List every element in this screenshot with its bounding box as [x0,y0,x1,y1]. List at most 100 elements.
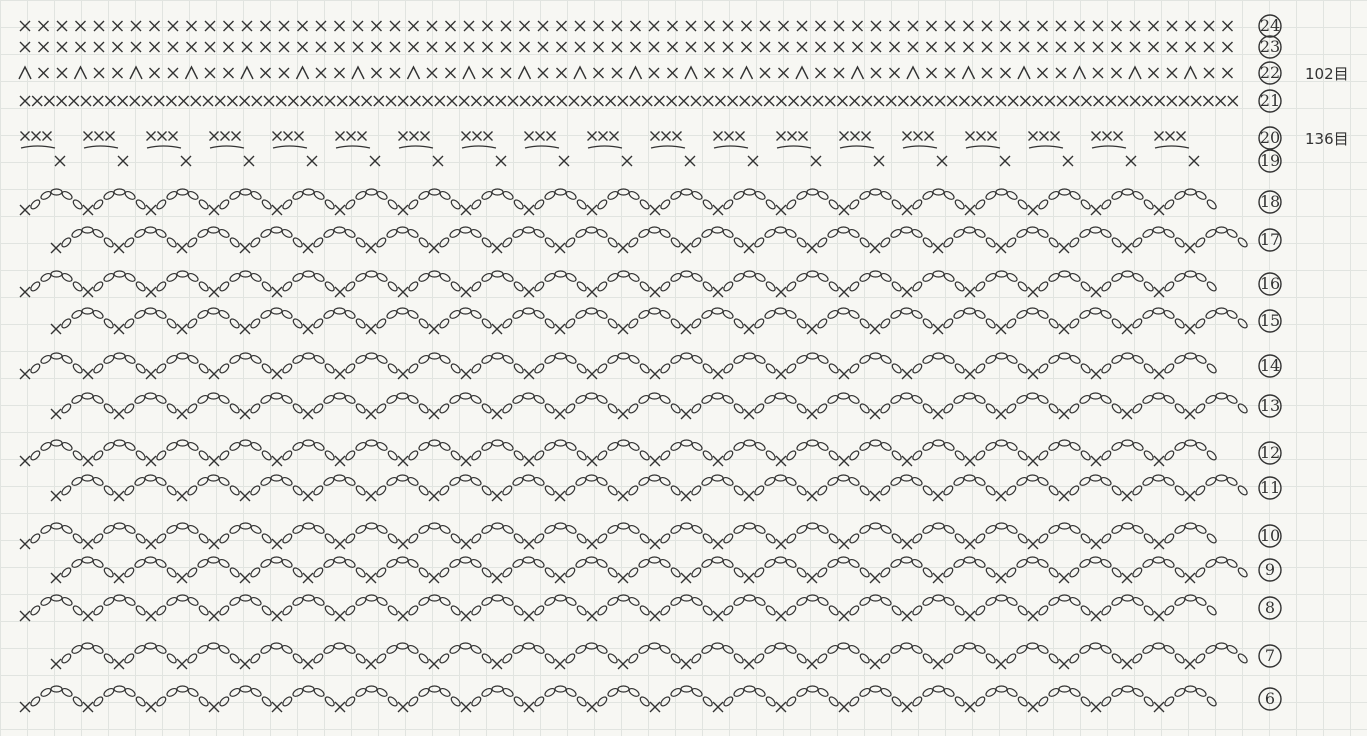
chain-stitch [649,227,660,233]
chain-stitch [1048,566,1060,578]
chain-stitch [1016,394,1029,405]
chain-stitch [628,441,641,452]
chain-stitch [1069,272,1082,283]
chain-stitch [103,484,115,496]
chain-stitch [1048,190,1061,201]
single-crochet-x [1028,611,1038,621]
single-crochet-x [923,96,933,106]
chain-stitch [701,394,714,405]
single-crochet-x [874,156,884,166]
chain-stitch [439,272,452,283]
chain-stitch [922,272,935,283]
single-crochet-x [752,96,762,106]
single-crochet-x [240,96,250,106]
chain-stitch [891,532,903,544]
chain-stitch [954,604,966,616]
chain-stitch [450,449,462,461]
chain-stitch [1048,441,1061,452]
chain-stitch [1090,643,1101,649]
single-crochet-x [492,409,502,419]
single-crochet-x [421,132,430,141]
single-crochet-x [713,702,723,712]
chain-stitch [323,476,336,487]
chain-stitch [880,596,893,607]
chain-stitch [942,402,954,414]
chain-stitch [754,272,767,283]
single-crochet-x [142,96,152,106]
chain-stitch [681,440,692,446]
chain-stitch [82,227,93,233]
chain-stitch [1111,236,1123,248]
chain-stitch [123,484,135,496]
chain-stitch [429,440,440,446]
chain-stitch [712,393,723,399]
chain-stitch [1122,440,1133,446]
chain-stitch [659,532,671,544]
chain-stitch [785,532,797,544]
chain-stitch [901,308,912,314]
chain-stitch [681,189,692,195]
decrease-caret [352,67,364,79]
chain-stitch [1132,687,1145,698]
chain-stitch [659,198,671,210]
chain-stitch [135,280,147,292]
single-crochet-x [1028,456,1038,466]
single-crochet-x [20,456,30,466]
chain-stitch [386,228,399,239]
chain-stitch [670,402,682,414]
chain-stitch [964,393,975,399]
chain-stitch [880,687,893,698]
single-crochet-x [725,132,734,141]
chain-stitch [1226,558,1239,569]
chain-stitch [901,475,912,481]
chain-stitch [344,604,356,616]
decrease-caret [130,67,142,79]
chain-stitch [187,596,200,607]
chain-stitch [817,354,830,365]
single-crochet-x [429,491,439,501]
chain-stitch [281,532,293,544]
chain-stitch [1006,687,1019,698]
row-number: 16 [1260,274,1280,293]
chain-stitch [103,354,116,365]
chain-stitch [1163,362,1175,374]
chain-stitch [470,362,482,374]
chain-stitch [922,317,934,329]
chain-stitch [1048,402,1060,414]
chain-stitch [974,198,986,210]
single-crochet-x [705,42,715,52]
chain-stitch [754,524,767,535]
chain-stitch [418,596,431,607]
single-crochet-x [1038,68,1048,78]
chain-stitch [681,523,692,529]
chain-stitch [145,227,156,233]
chain-stitch [103,402,115,414]
chain-stitch [1122,523,1133,529]
chain-stitch [1174,236,1186,248]
chain-stitch [229,317,241,329]
chain-stitch [512,476,525,487]
chain-stitch [1195,354,1208,365]
chain-stitch [292,354,305,365]
single-crochet-x [1059,573,1069,583]
chain-stitch [470,228,483,239]
chain-stitch [29,532,41,544]
single-crochet-x [410,96,420,106]
chain-stitch [261,604,273,616]
chain-stitch [1006,441,1019,452]
single-crochet-x [850,96,860,106]
chain-stitch [135,362,147,374]
chain-stitch [218,604,230,616]
chain-stitch [690,236,702,248]
chain-stitch [334,227,345,233]
single-crochet-x [272,287,282,297]
chain-stitch [1059,523,1070,529]
single-crochet-x [409,21,419,31]
single-crochet-x [1185,324,1195,334]
chain-stitch [438,402,450,414]
single-crochet-x [799,132,808,141]
chain-stitch [796,402,808,414]
chain-stitch [355,236,367,248]
chain-stitch [659,394,672,405]
single-crochet-x [483,68,493,78]
